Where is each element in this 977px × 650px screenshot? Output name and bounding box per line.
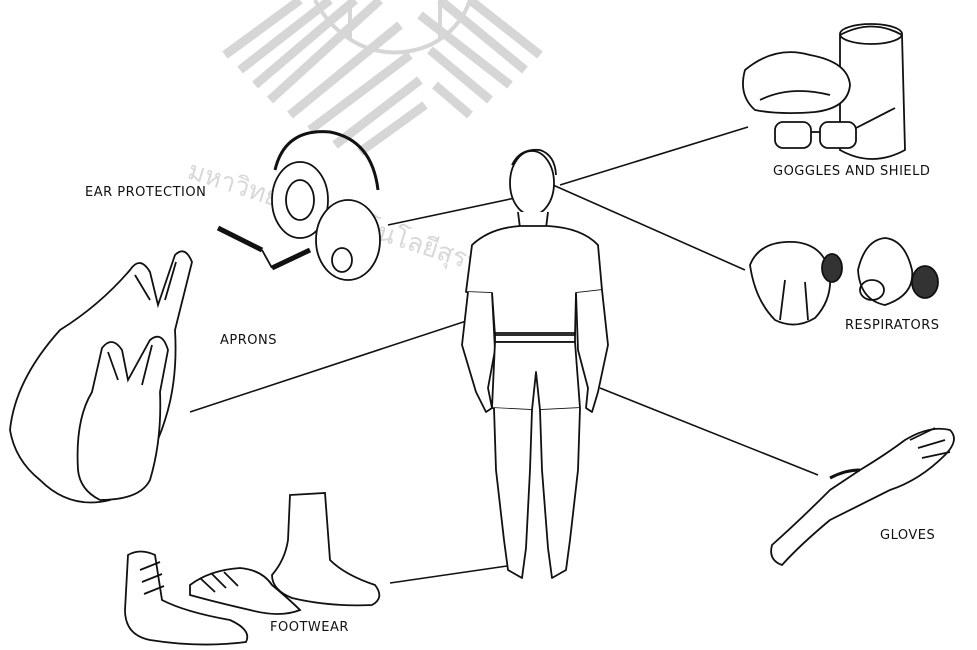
label-goggles-and-shield: GOGGLES AND SHIELD: [773, 164, 930, 179]
label-aprons: APRONS: [220, 333, 277, 348]
label-respirators: RESPIRATORS: [845, 318, 940, 333]
label-gloves: GLOVES: [880, 528, 935, 543]
label-footwear: FOOTWEAR: [270, 620, 349, 635]
label-ear-protection: EAR PROTECTION: [85, 185, 206, 200]
